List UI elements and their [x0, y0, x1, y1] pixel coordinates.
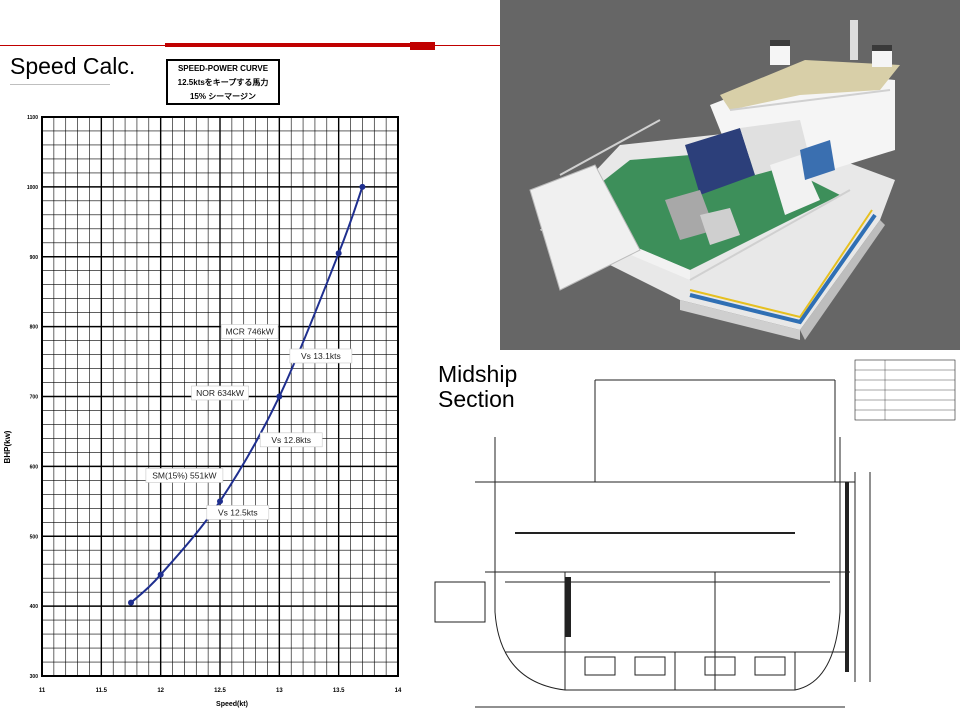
annotation-callout: NOR 634kW	[191, 385, 249, 401]
y-tick-label: 500	[30, 534, 39, 540]
midship-section-title: Midship Section	[438, 361, 518, 412]
ferry-3d-render	[500, 0, 960, 350]
annotation-callout: MCR 746kW	[220, 324, 279, 339]
data-point	[128, 599, 134, 606]
annotation-callout: Vs 12.8kts	[259, 432, 323, 448]
annotation-box	[206, 505, 270, 520]
annotation-label: NOR 634kW	[196, 388, 244, 398]
annotation-box	[259, 432, 323, 448]
y-tick-label: 800	[30, 325, 39, 331]
x-tick-label: 14	[395, 688, 402, 694]
x-tick-label: 11	[39, 688, 46, 694]
accent-bar	[165, 43, 410, 47]
annotation-label: Vs 12.8kts	[271, 435, 311, 445]
y-tick-label: 1100	[27, 115, 38, 121]
x-tick-label: 12.5	[214, 688, 226, 694]
annotation-box	[145, 468, 224, 483]
chart-legend-box: SPEED-POWER CURVE 12.5ktsをキープする馬力 15% シー…	[166, 59, 280, 105]
accent-block	[410, 42, 435, 50]
x-tick-label: 13	[276, 688, 283, 694]
y-tick-label: 300	[30, 674, 39, 680]
data-point	[276, 393, 283, 400]
y-axis-label: BHP(kw)	[3, 430, 12, 463]
x-axis-label: Speed(kt)	[216, 701, 248, 708]
x-tick-label: 12	[157, 688, 164, 694]
annotation-callout: SM(15%) 551kW	[145, 468, 224, 483]
speed-calc-title: Speed Calc.	[10, 53, 136, 79]
y-tick-label: 1000	[27, 185, 38, 191]
x-tick-label: 11.5	[96, 688, 108, 694]
data-point	[335, 250, 342, 257]
x-tick-label: 13.5	[333, 688, 345, 694]
data-point	[157, 571, 164, 578]
midship-section-drawing	[434, 359, 956, 708]
annotation-callout: Vs 13.1kts	[289, 348, 353, 364]
annotation-box	[191, 385, 249, 401]
y-tick-label: 600	[30, 464, 39, 470]
annotation-box	[289, 348, 353, 364]
y-tick-label: 700	[30, 395, 39, 401]
legend-line-2: 12.5ktsをキープする馬力	[177, 78, 269, 87]
annotation-label: SM(15%) 551kW	[152, 470, 216, 480]
title-underline	[10, 84, 110, 85]
data-point	[217, 498, 223, 505]
y-tick-label: 900	[30, 255, 39, 261]
annotation-label: Vs 12.5kts	[218, 507, 258, 517]
data-point	[359, 183, 366, 190]
legend-line-3: 15% シーマージン	[189, 92, 257, 101]
annotation-box	[220, 324, 279, 339]
legend-line-1: SPEED-POWER CURVE	[177, 64, 269, 73]
plot-frame	[41, 116, 399, 677]
annotation-label: Vs 13.1kts	[301, 351, 341, 361]
annotation-callout: Vs 12.5kts	[206, 505, 270, 520]
y-tick-label: 400	[30, 604, 39, 610]
annotation-label: MCR 746kW	[226, 327, 274, 337]
speed-power-chart: 11 11.5 12 12.5 13 13.5 14 300 400 500 600 700 800 90…	[3, 115, 402, 708]
